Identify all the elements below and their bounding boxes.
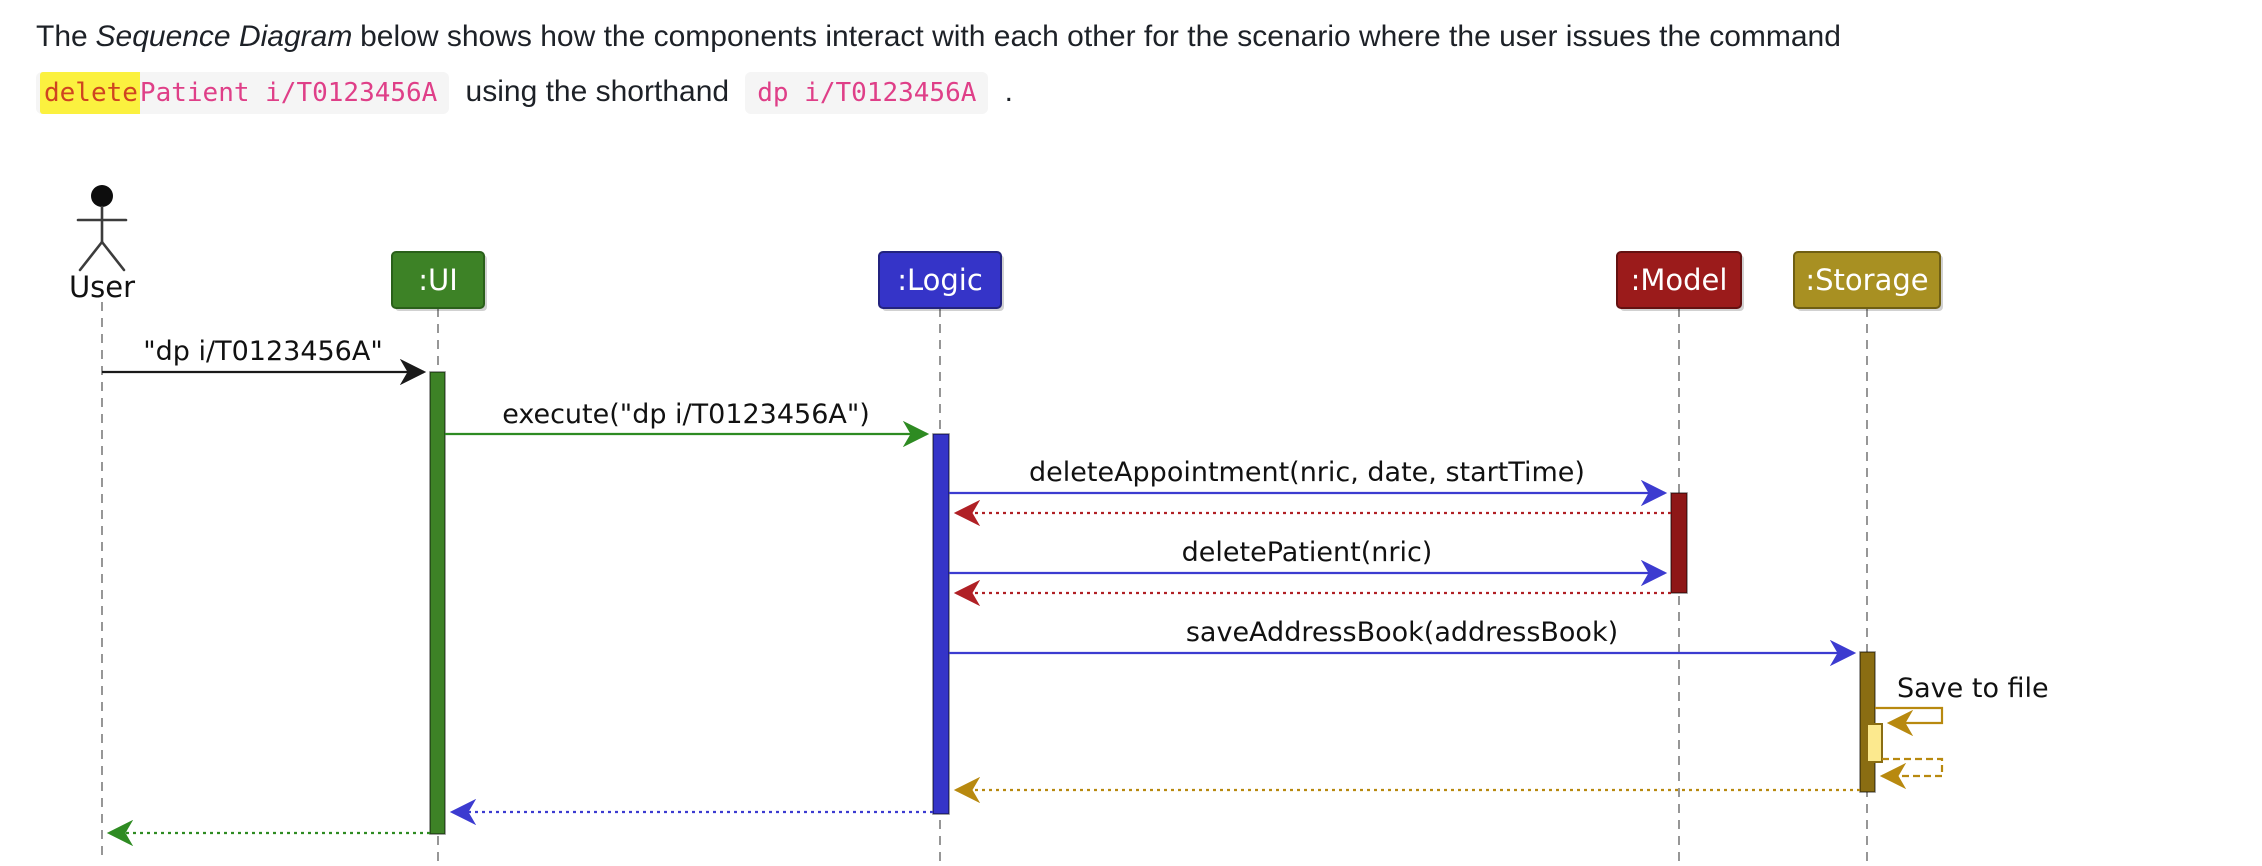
message-logic-to-model-delete-patient: deletePatient(nric)	[949, 537, 1668, 587]
shorthand-code-text: dp i/T0123456A	[757, 78, 977, 108]
message-logic-to-model-delete-appointment: deleteAppointment(nric, date, startTime)	[949, 457, 1668, 507]
participant-storage: :Storage	[1793, 251, 1943, 311]
participant-logic: :Logic	[878, 251, 1004, 311]
message-user-to-ui: "dp i/T0123456A"	[102, 336, 427, 386]
intro-period: .	[1004, 75, 1013, 108]
search-highlight: delete	[40, 72, 140, 114]
message-storage-self-call: Save to file	[1875, 673, 2049, 790]
activation-ui	[429, 371, 446, 835]
participant-ui: :UI	[391, 251, 487, 311]
activation-bars	[429, 371, 1883, 835]
self-call-arrow-save-to-file	[1875, 706, 1944, 737]
actor-user-label: User	[69, 270, 135, 304]
activation-storage-nested	[1866, 723, 1883, 763]
shorthand-code-span: dp i/T0123456A	[745, 72, 989, 114]
activation-storage	[1859, 651, 1876, 793]
participant-logic-box	[878, 251, 1002, 309]
participant-model-box	[1616, 251, 1742, 309]
participant-storage-label: :Storage	[1805, 263, 1928, 297]
command-code-span: deletePatient i/T0123456A	[36, 72, 450, 114]
message-label-dp-command: "dp i/T0123456A"	[143, 336, 383, 367]
activation-logic	[932, 433, 950, 815]
message-logic-to-storage: saveAddressBook(addressBook)	[949, 617, 1857, 667]
actor-right-leg-icon	[100, 240, 126, 272]
message-label-delete-appointment: deleteAppointment(nric, date, startTime)	[1029, 457, 1585, 488]
message-label-save-to-file: Save to file	[1897, 673, 2049, 704]
intro-line-2: deletePatient i/T0123456A using the short…	[36, 69, 1841, 116]
participant-storage-box	[1793, 251, 1941, 309]
command-code-rest: Patient i/T0123456A	[139, 78, 438, 108]
actor-left-leg-icon	[78, 240, 104, 272]
participant-model: :Model	[1616, 251, 1744, 311]
intro-text-between: using the shorthand	[465, 75, 730, 108]
intro-text-before-italic: The	[36, 20, 88, 53]
participant-ui-label: :UI	[418, 263, 458, 297]
message-label-save-address-book: saveAddressBook(addressBook)	[1186, 617, 1618, 648]
participant-ui-box	[391, 251, 485, 309]
message-label-execute: execute("dp i/T0123456A")	[502, 399, 870, 430]
lifelines	[101, 302, 1868, 862]
actor-user: User	[69, 185, 135, 304]
self-return-arrow-save-to-file	[1879, 757, 1944, 790]
participant-model-label: :Model	[1631, 263, 1728, 297]
activation-model	[1670, 492, 1688, 594]
intro-italic-term: Sequence Diagram	[95, 20, 353, 53]
participant-logic-label: :Logic	[897, 263, 983, 297]
intro-text-after-italic: below shows how the components interact …	[360, 20, 1841, 53]
message-ui-to-logic: execute("dp i/T0123456A")	[445, 399, 930, 448]
message-label-delete-patient: deletePatient(nric)	[1182, 537, 1433, 568]
actor-head-icon	[91, 185, 113, 207]
